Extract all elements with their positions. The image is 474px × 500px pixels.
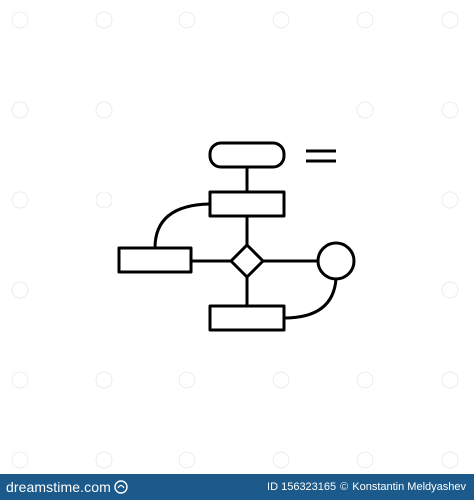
terminal-shape — [208, 141, 286, 169]
flowchart-icon — [11, 11, 459, 469]
connector-curve — [153, 202, 211, 249]
watermark-pattern — [11, 11, 459, 469]
image-id: ID 156323165 — [267, 481, 337, 493]
image-meta: ID 156323165 © Konstantin Meldyashev — [267, 481, 466, 493]
copyright-symbol: © — [340, 481, 349, 493]
circle-node — [316, 241, 356, 281]
process-box-left — [117, 246, 193, 274]
brand: dreamstime.com — [6, 479, 129, 495]
flowchart-shapes — [117, 141, 356, 332]
stock-footer-bar: dreamstime.com ID 156323165 © Konstantin… — [0, 474, 474, 500]
process-box-bottom — [208, 304, 286, 332]
brand-logo-icon — [113, 479, 129, 495]
connector-curve — [283, 278, 338, 320]
decision-diamond — [229, 243, 265, 279]
process-box-top — [208, 190, 286, 218]
brand-name: dreamstime.com — [6, 479, 111, 495]
author-name: Konstantin Meldyashev — [352, 481, 466, 493]
icon-canvas — [11, 11, 459, 469]
